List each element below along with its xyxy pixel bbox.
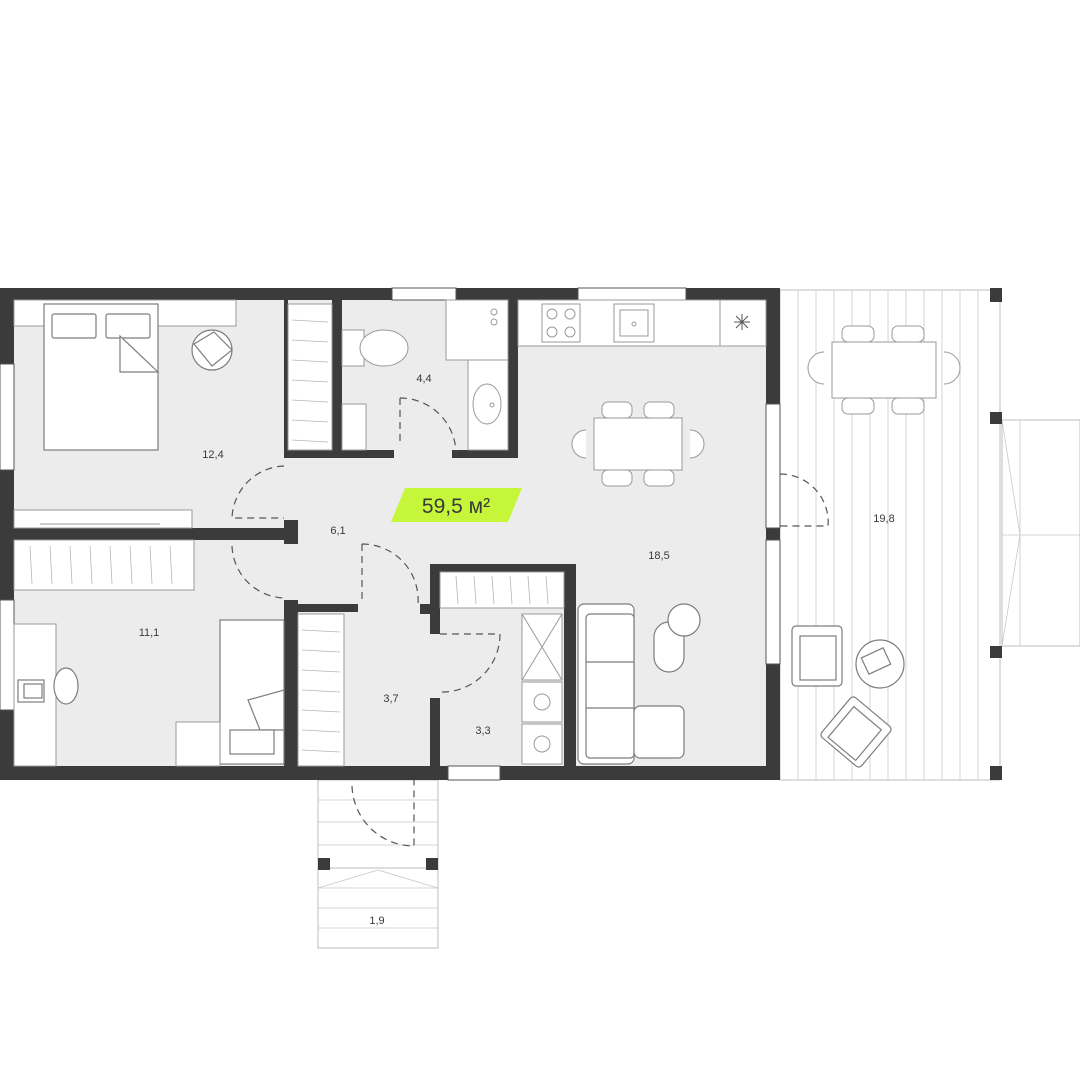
bathroom-furniture [341,299,509,451]
fridge-icon [734,314,750,330]
porch-floor [317,779,439,869]
total-area-label: 59,5 м² [422,495,490,518]
terrace-table [831,341,937,399]
total-area-badge: 59,5 м² [391,488,522,522]
toilet-icon [359,329,409,367]
wardrobe-left [13,539,195,591]
window-right-2 [765,539,781,665]
wardrobe-entrance [297,613,345,767]
dining-table [571,401,705,487]
room-area-bedroom: 12,4 [202,449,223,461]
sofa [577,603,701,765]
shower-tray [445,299,509,361]
hob-icon [541,303,581,343]
bedroom-2-furniture [13,619,285,767]
room-area-storage: 3,3 [475,725,490,737]
room-area-porch: 1,9 [369,915,384,927]
room-area-hall: 6,1 [330,525,345,537]
room-area-bedroom-2: 11,1 [139,627,160,639]
bedroom-furniture [13,299,237,529]
window-top-1 [391,287,457,301]
kitchen-unit [517,299,767,347]
terrace-furniture [791,325,961,768]
window-left-1 [0,363,15,471]
floor-areas [12,289,1080,949]
room-area-bathroom: 4,4 [416,373,431,385]
window-left-2 [0,599,15,711]
windows [0,287,781,781]
storage-furniture [439,571,565,765]
window-top-2 [577,287,687,301]
window-right-1 [765,403,781,529]
window-bottom [447,765,501,781]
room-area-living-kitchen: 18,5 [648,550,669,562]
terrace-steps [1001,419,1080,647]
room-area-terrace: 19,8 [873,513,894,525]
room-area-entrance: 3,7 [383,693,398,705]
wardrobe-top [287,303,333,451]
room-labels: 12,4 4,4 6,1 18,5 19,8 11,1 3,7 3,3 1,9 [139,373,895,927]
total-area-badge-bg [391,488,522,522]
door-swings [231,397,829,847]
